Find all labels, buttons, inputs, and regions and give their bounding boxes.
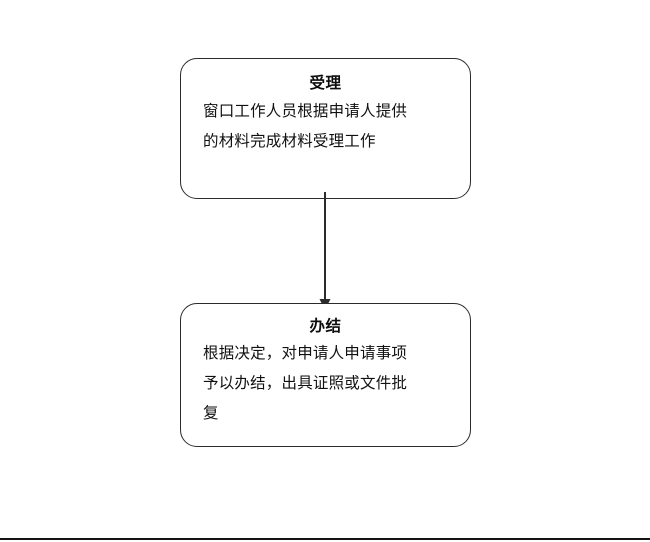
flow-node-complete-body: 根据决定，对申请人申请事项 予以办结，出具证照或文件批 复	[181, 338, 470, 429]
flow-node-complete[interactable]: 办结 根据决定，对申请人申请事项 予以办结，出具证照或文件批 复	[180, 303, 471, 447]
flow-node-accept-body: 窗口工作人员根据申请人提供 的材料完成材料受理工作	[181, 96, 470, 156]
flow-node-accept-body-line-1: 窗口工作人员根据申请人提供	[203, 101, 408, 120]
flow-node-complete-title: 办结	[309, 317, 342, 335]
flow-node-complete-body-line-3: 复	[203, 404, 219, 423]
flow-node-accept-body-line-2: 的材料完成材料受理工作	[203, 132, 376, 151]
flow-node-accept-title: 受理	[309, 74, 342, 92]
page-bottom-rule	[0, 538, 650, 540]
flow-node-complete-body-line-2: 予以办结，出具证照或文件批	[203, 374, 408, 393]
flow-node-accept[interactable]: 受理 窗口工作人员根据申请人提供 的材料完成材料受理工作	[180, 58, 471, 199]
flow-node-complete-body-line-1: 根据决定，对申请人申请事项	[203, 343, 408, 362]
flow-edge-accept-to-complete	[319, 192, 331, 310]
